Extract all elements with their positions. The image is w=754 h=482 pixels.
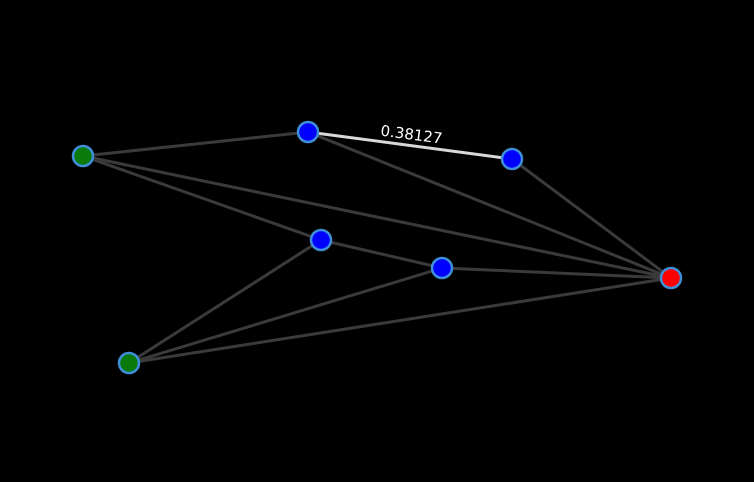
edge-g2-r1[interactable] xyxy=(127,276,673,365)
edge-b4-g2[interactable] xyxy=(127,266,444,365)
edge-b3-b4[interactable] xyxy=(319,238,444,270)
edge-b1-b2[interactable] xyxy=(306,130,514,161)
edge-b4-r1[interactable] xyxy=(440,266,673,280)
node-r1[interactable] xyxy=(659,266,683,290)
edge-b2-r1[interactable] xyxy=(510,157,673,280)
node-b2[interactable] xyxy=(500,147,524,171)
edge-g1-b1[interactable] xyxy=(81,130,310,158)
node-b3[interactable] xyxy=(309,228,333,252)
edge-g1-r1[interactable] xyxy=(81,154,673,280)
node-g2[interactable] xyxy=(117,351,141,375)
nodes-layer xyxy=(71,120,683,375)
node-b1[interactable] xyxy=(296,120,320,144)
edge-b3-g2[interactable] xyxy=(127,238,323,365)
edge-b1-r1[interactable] xyxy=(306,130,673,280)
node-g1[interactable] xyxy=(71,144,95,168)
edges-layer xyxy=(81,130,673,365)
node-b4[interactable] xyxy=(430,256,454,280)
edge-g1-b3[interactable] xyxy=(81,154,323,242)
